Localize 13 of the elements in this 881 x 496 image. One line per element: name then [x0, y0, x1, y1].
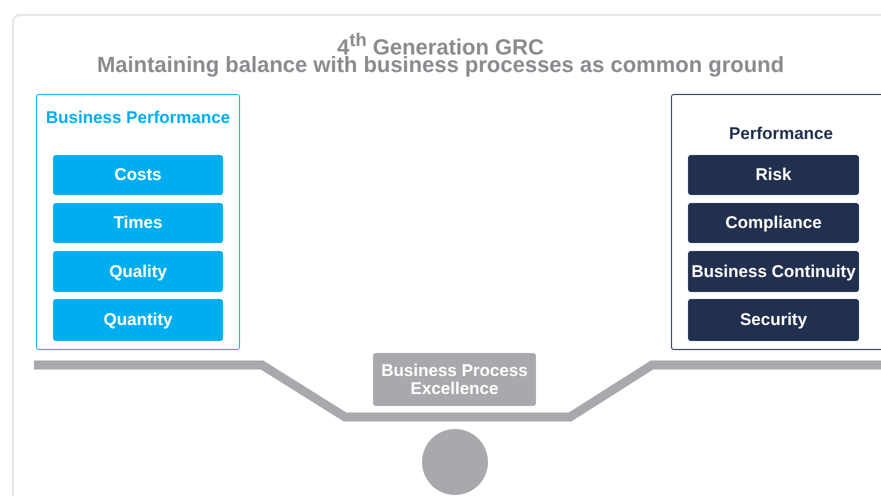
- group-panel: [671, 94, 881, 350]
- item-box: Quality: [53, 251, 223, 292]
- item-box: Risk: [688, 155, 859, 195]
- process-box: Business Process Excellence: [373, 353, 536, 406]
- item-box: Costs: [53, 155, 223, 195]
- group-panel: [36, 94, 240, 350]
- item-box: Quantity: [53, 299, 223, 341]
- group-title: Business Performance: [44, 109, 232, 127]
- item-box: Compliance: [688, 203, 859, 243]
- item-box: Times: [53, 203, 223, 243]
- group-title: Performance: [728, 125, 834, 143]
- item-box: Business Continuity: [688, 251, 859, 292]
- item-box: Security: [688, 299, 859, 341]
